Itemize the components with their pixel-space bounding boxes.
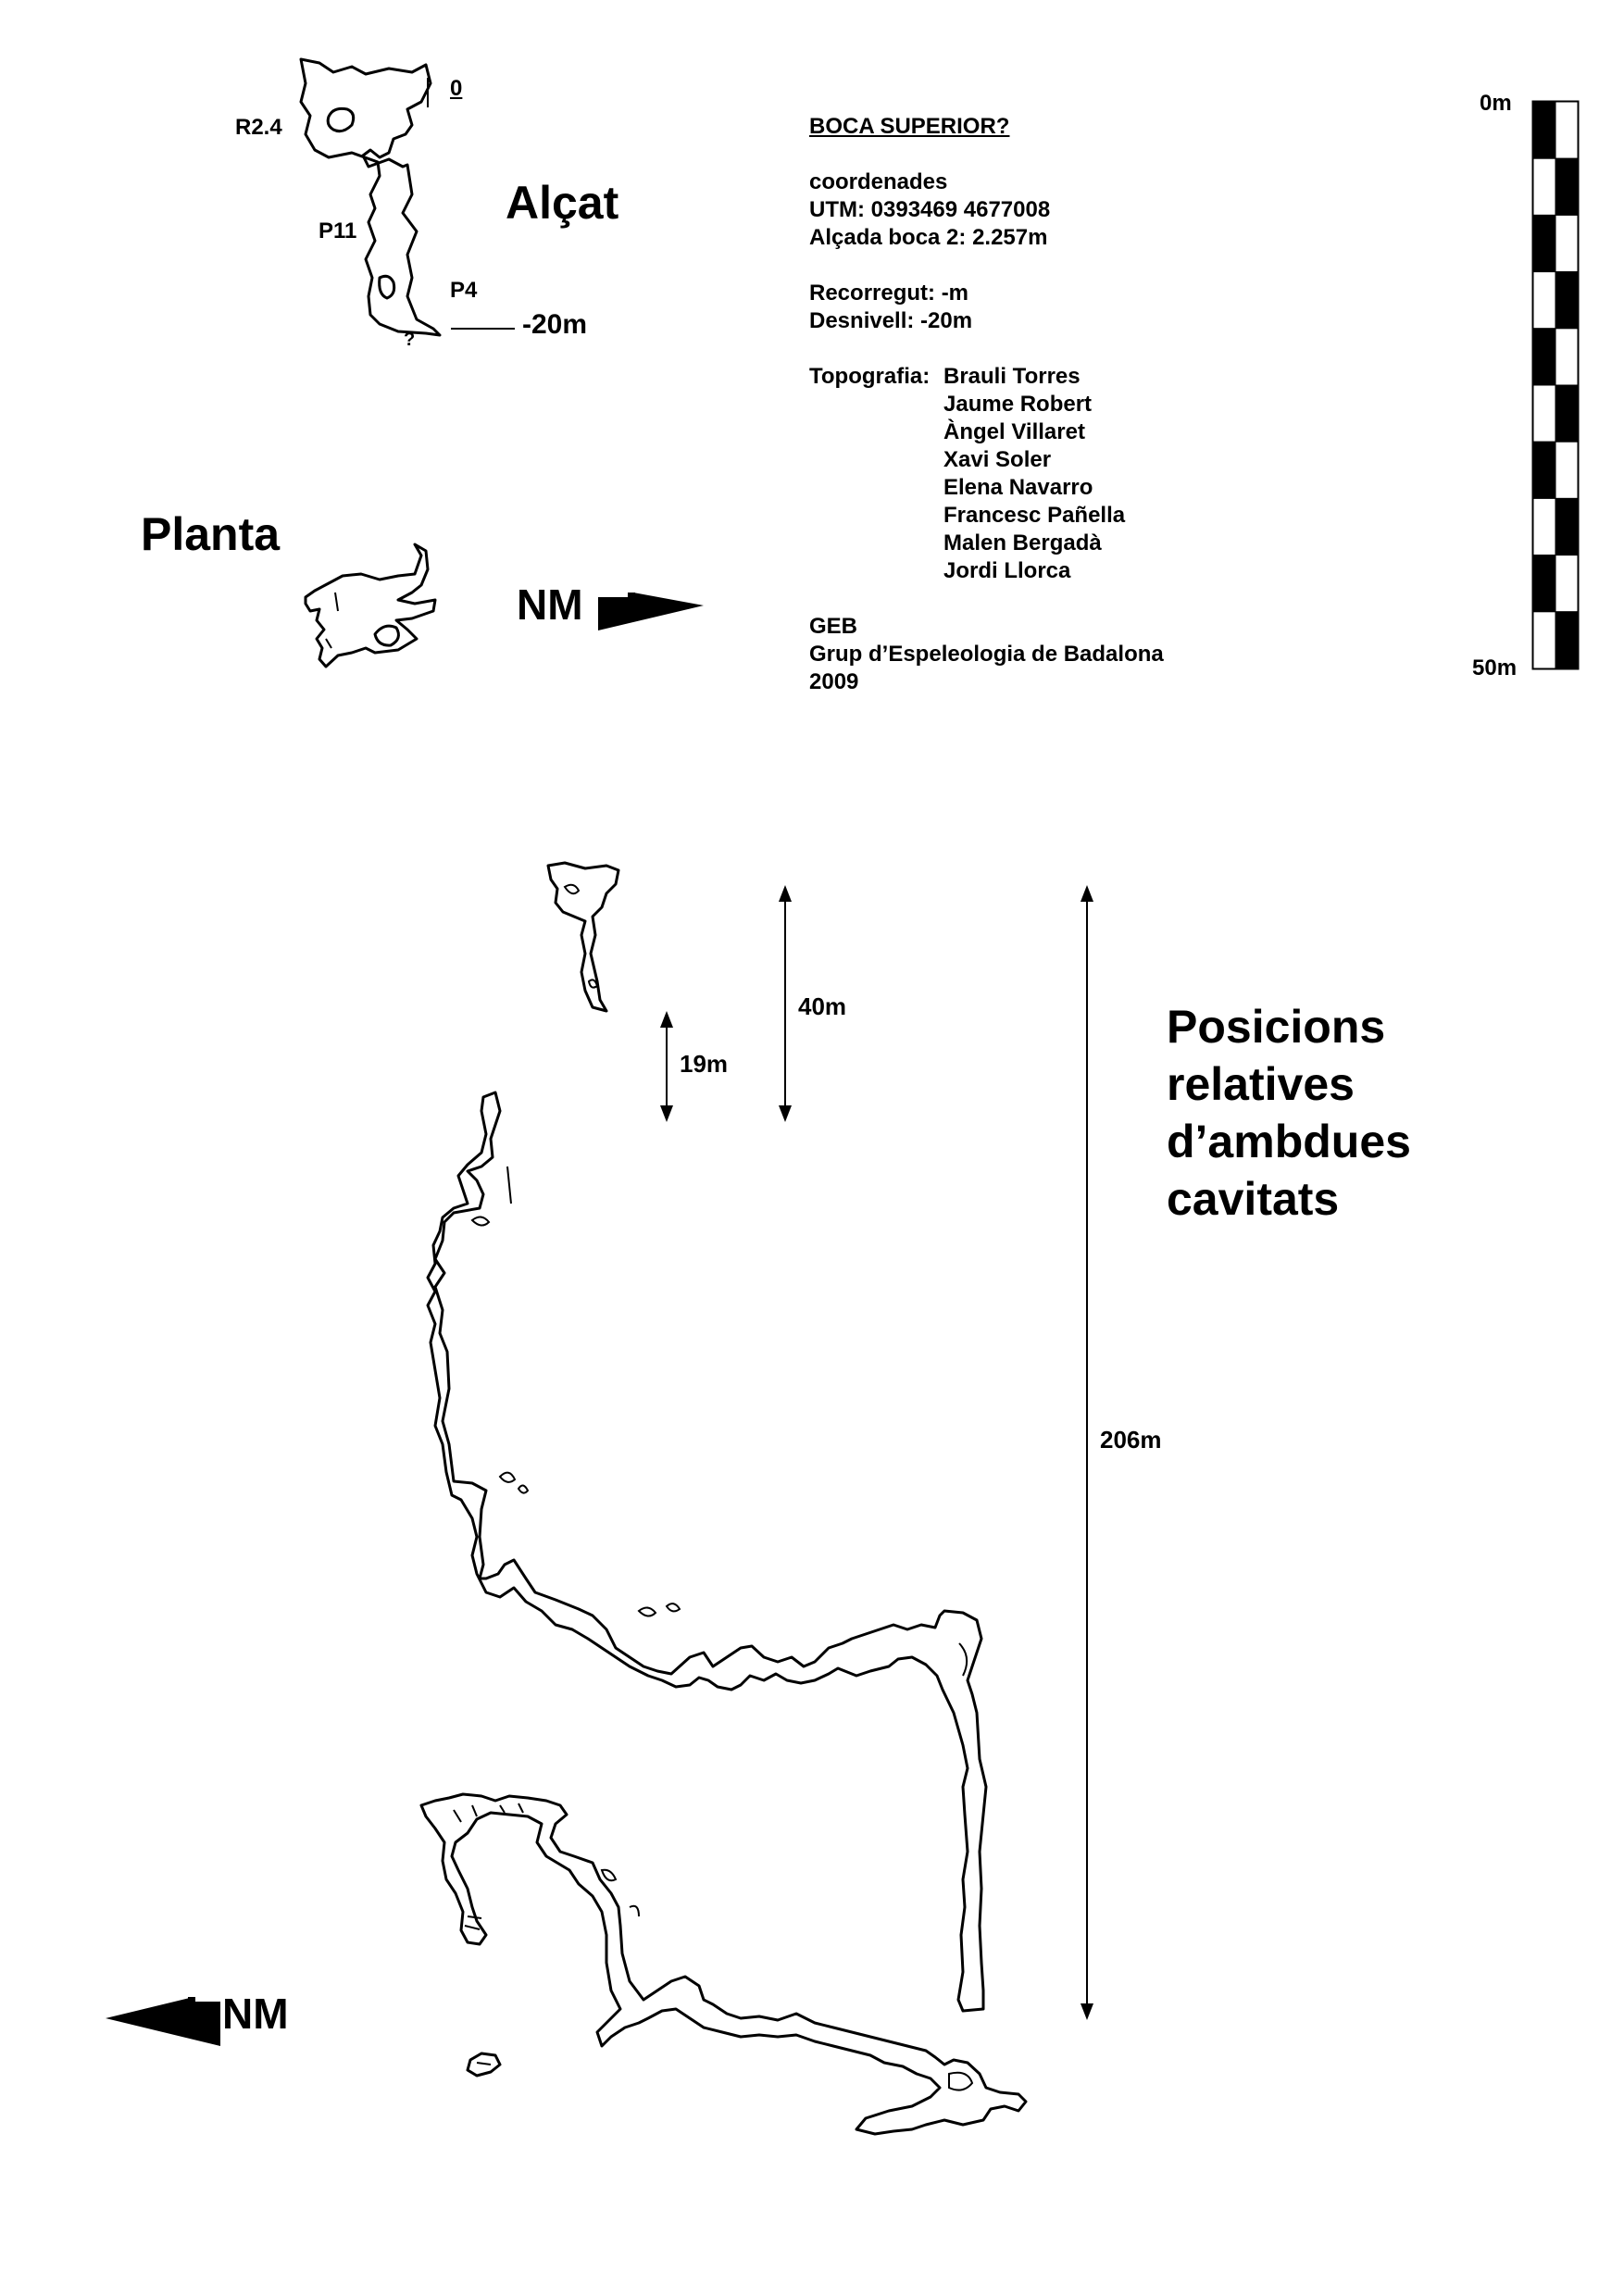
positions-north-label: NM: [222, 1990, 289, 2038]
positions-title-line: relatives: [1167, 1058, 1355, 1110]
info-surveyors: Brauli Torres Jaume Robert Àngel Villare…: [943, 363, 1125, 585]
info-topo-label: Topografia:: [809, 364, 931, 389]
scale-bar-cell: [1555, 497, 1579, 556]
scale-bar-cell: [1532, 497, 1556, 556]
dimension-40m: [779, 885, 792, 1122]
info-block: BOCA SUPERIOR? coordenades UTM: 0393469 …: [809, 113, 1164, 696]
plan-title: Planta: [141, 508, 281, 560]
info-year: 2009: [809, 669, 859, 694]
positions-title-line: d’ambdues: [1167, 1116, 1411, 1167]
scale-bar-cell: [1532, 214, 1556, 273]
scale-bar: [1531, 100, 1580, 670]
elevation-label-zero: 0: [450, 76, 463, 101]
positions-upper-cave: [546, 861, 620, 1013]
dimension-206m-label: 206m: [1100, 1426, 1162, 1454]
plan-north-label: NM: [517, 580, 583, 629]
positions-main-cave: [426, 1091, 988, 2013]
positions-lower-cave: [419, 1792, 1028, 2136]
plan-cave-outline: [304, 543, 437, 668]
scale-bar-cell: [1555, 611, 1579, 669]
elevation-label-question: ?: [404, 330, 416, 350]
surveyor: Francesc Pañella: [943, 503, 1126, 528]
dimension-40m-label: 40m: [798, 992, 847, 1020]
positions-title: Posicions relatives d’ambdues cavitats: [1167, 998, 1411, 1228]
scale-bar-cell: [1532, 555, 1556, 613]
info-group-short: GEB: [809, 614, 858, 639]
elevation-cave-profile: [299, 57, 515, 337]
positions-title-line: cavitats: [1167, 1173, 1340, 1225]
dimension-206m: [1081, 885, 1093, 2020]
scale-bar-cell: [1555, 157, 1579, 216]
info-desnivell: Desnivell: -20m: [809, 308, 973, 333]
scale-bar-cell: [1555, 441, 1579, 499]
scale-bottom-label: 50m: [1472, 655, 1518, 680]
scale-bar-cell: [1555, 328, 1579, 386]
scale-bar-cell: [1555, 101, 1579, 159]
elevation-title: Alçat: [506, 177, 619, 229]
info-group-long: Grup d’Espeleologia de Badalona: [809, 642, 1164, 667]
info-recorregut: Recorregut: -m: [809, 281, 969, 306]
scale-bar-cell: [1555, 214, 1579, 273]
info-topography: Topografia: Brauli Torres Jaume Robert À…: [809, 363, 1164, 585]
info-coords-label: coordenades: [809, 169, 948, 194]
scale-bar-cell: [1532, 441, 1556, 499]
surveyor: Àngel Villaret: [943, 419, 1085, 444]
elevation-label-r24: R2.4: [235, 115, 282, 140]
scale-bar-cell: [1532, 271, 1556, 330]
scale-bar-cell: [1555, 384, 1579, 443]
positions-title-line: Posicions: [1167, 1001, 1386, 1053]
surveyor: Jordi Llorca: [943, 558, 1071, 583]
elevation-label-p11: P11: [319, 218, 357, 243]
info-heading: BOCA SUPERIOR?: [809, 114, 1010, 139]
info-utm: UTM: 0393469 4677008: [809, 197, 1051, 222]
surveyor: Malen Bergadà: [943, 530, 1102, 555]
surveyor: Elena Navarro: [943, 475, 1093, 500]
scale-bar-cell: [1532, 384, 1556, 443]
scale-bar-cell: [1555, 555, 1579, 613]
elevation-label-p4: P4: [450, 278, 478, 303]
elevation-depth-label: -20m: [522, 309, 588, 340]
surveyor: Jaume Robert: [943, 392, 1093, 417]
scale-bar-cell: [1532, 611, 1556, 669]
surveyor: Xavi Soler: [943, 447, 1052, 472]
scale-bar-cell: [1532, 328, 1556, 386]
scale-top-label: 0m: [1480, 91, 1512, 116]
north-arrow-positions: [106, 1990, 220, 2046]
scale-bar-cell: [1532, 157, 1556, 216]
north-arrow-plan: [598, 586, 704, 630]
scale-bar-cell: [1555, 271, 1579, 330]
info-altitude: Alçada boca 2: 2.257m: [809, 225, 1048, 250]
dimension-19m-label: 19m: [680, 1050, 729, 1078]
dimension-19m: [660, 1011, 673, 1122]
scale-bar-cell: [1532, 101, 1556, 159]
surveyor: Brauli Torres: [943, 364, 1081, 389]
